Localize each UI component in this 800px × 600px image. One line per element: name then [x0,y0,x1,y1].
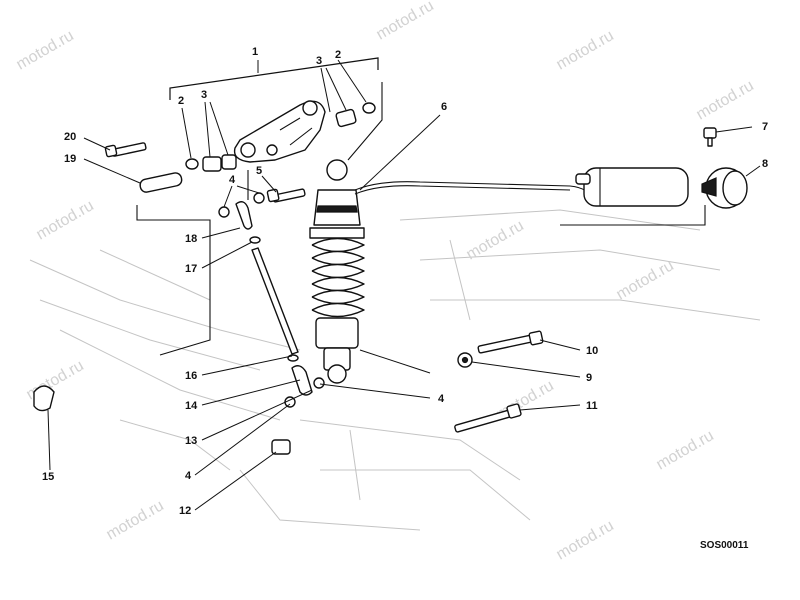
callout-4: 4 [185,470,192,482]
bushings [185,102,376,172]
callout-19: 19 [64,153,76,165]
callout-1: 1 [252,46,258,58]
callout-labels: 1 2 2 3 3 4 4 4 5 6 7 8 9 10 11 12 13 14… [42,46,768,517]
fasteners-left [104,142,183,193]
rocker-linkage [233,100,326,163]
callout-13: 13 [185,435,197,447]
callout-14: 14 [185,400,198,412]
callout-9: 9 [586,372,592,384]
watermark: motod.ru [554,517,617,563]
watermark: motod.ru [34,197,97,243]
callout-8: 8 [762,158,768,170]
watermark: motod.ru [464,217,527,263]
callout-4: 4 [438,393,445,405]
watermark: motod.ru [14,27,77,73]
callout-17: 17 [185,263,197,275]
watermark: motod.ru [694,77,757,123]
watermark: motod.ru [554,27,617,73]
callout-6: 6 [441,101,447,113]
reservoir [575,127,748,209]
watermark: motod.ru [654,427,717,473]
callout-18: 18 [185,233,197,245]
callout-2: 2 [178,95,184,107]
callout-3: 3 [201,89,207,101]
callout-12: 12 [179,505,191,517]
callout-3: 3 [316,55,322,67]
callout-16: 16 [185,370,197,382]
shock-absorber [309,159,591,384]
callout-5: 5 [256,165,262,177]
guide-lines [136,82,706,356]
assembly-bracket [169,57,379,100]
callout-2: 2 [335,49,341,61]
fasteners-lower [33,330,544,455]
callout-15: 15 [42,471,54,483]
leader-lines [47,59,761,511]
fasteners-center [218,188,306,218]
reference-code: SOS00011 [700,540,749,551]
watermark: motod.ru [104,497,167,543]
callout-4: 4 [229,174,236,186]
frame-outline [29,209,761,531]
callout-20: 20 [64,131,76,143]
watermark: motod.ru [24,357,87,403]
watermark: motod.ru [374,0,437,43]
callout-11: 11 [586,400,598,412]
callout-10: 10 [586,345,598,357]
callout-7: 7 [762,121,768,133]
watermark-layer: motod.ru motod.ru motod.ru motod.ru moto… [14,0,757,563]
watermark: motod.ru [614,257,677,303]
